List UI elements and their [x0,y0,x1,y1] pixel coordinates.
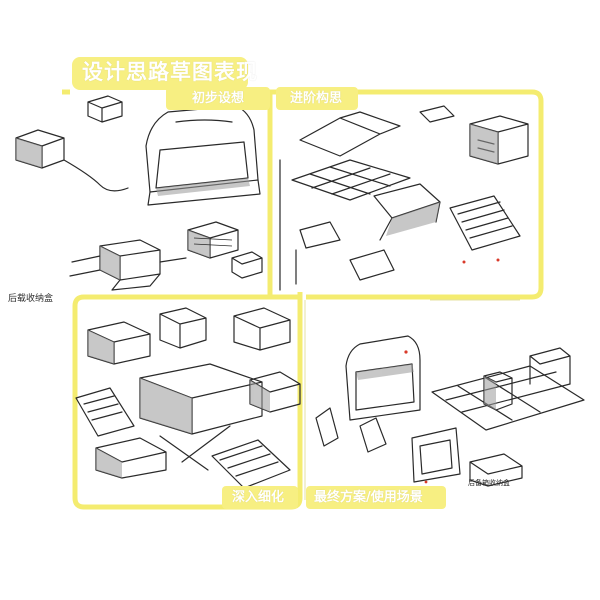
page-title: 设计思路草图表现 [82,60,258,84]
sketch-final-trunk [345,335,421,421]
note-trunk-storage: 后载收纳盒 [8,294,54,304]
stage-badge-refine [222,486,298,509]
stage-label-refine: 深入细化 [232,490,285,505]
stage-label-advanced: 进阶构思 [290,91,343,106]
sketch-initial-shading [16,138,250,280]
stage-badge-advanced [276,87,358,110]
stage-badge-final [306,486,446,509]
sketch-tray [211,439,291,489]
stage-label-final: 最终方案/使用场景 [314,490,423,505]
frame-main [72,89,544,510]
sketch-floor-grid [291,159,411,201]
stage-badge-initial [166,87,270,110]
sketch-final-box [411,427,461,483]
sketch-red-marks [462,258,500,264]
sketch-final-floor [431,365,585,431]
sketch-initial [15,95,263,291]
note-final-caption: 后备箱收纳盒 [468,479,510,487]
sketch-small-box [87,95,123,123]
stage-label-initial: 初步设想 [192,91,245,106]
sketch-rack [449,195,521,251]
section-divider-lines [304,299,520,500]
sketch-final [315,335,585,487]
title-badge [72,57,248,90]
sketch-lid-panels [299,111,401,157]
sketch-grid-lines [193,237,233,247]
